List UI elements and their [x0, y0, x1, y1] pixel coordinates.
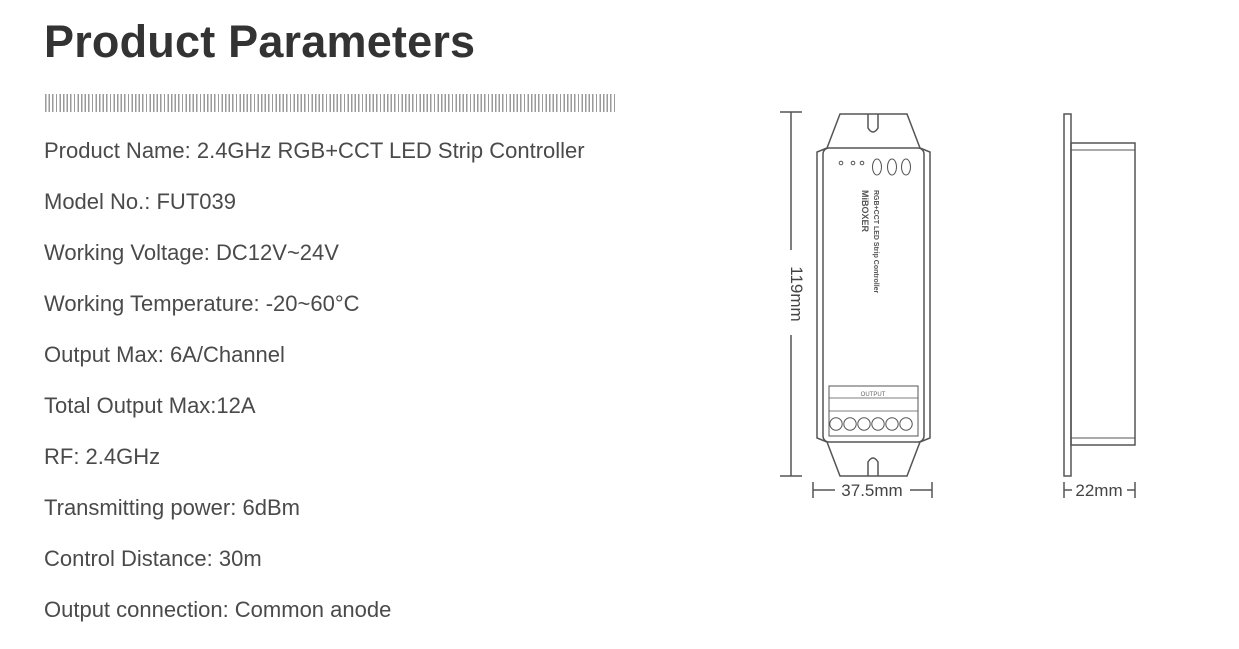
controller-front-view: [816, 113, 931, 477]
page-title: Product Parameters: [44, 16, 476, 67]
param-control-distance: Control Distance: 30m: [44, 546, 262, 571]
param-model-no: Model No.: FUT039: [44, 189, 236, 214]
decorative-divider: [45, 94, 615, 112]
product-print: RGB+CCT LED Strip Controller: [872, 190, 879, 294]
param-working-voltage: Working Voltage: DC12V~24V: [44, 240, 339, 265]
parameter-list: Product Name: 2.4GHz RGB+CCT LED Strip C…: [44, 139, 585, 649]
param-rf: RF: 2.4GHz: [44, 444, 161, 469]
brand-print: MiBOXER: [860, 190, 870, 233]
param-product-name: Product Name: 2.4GHz RGB+CCT LED Strip C…: [44, 138, 585, 163]
depth-dimension-label: 22mm: [1075, 481, 1122, 500]
controller-side-view: [1063, 113, 1136, 477]
product-dimension-drawing: 119mm OUTPUT MiBOXER RGB+CCT LED Strip C…: [780, 111, 1136, 500]
height-dimension-label: 119mm: [787, 266, 806, 321]
param-working-temperature: Working Temperature: -20~60°C: [44, 291, 360, 316]
param-output-connection: Output connection: Common anode: [44, 597, 392, 622]
param-output-max: Output Max: 6A/Channel: [44, 342, 285, 367]
output-terminal-label: OUTPUT: [861, 392, 886, 398]
param-transmitting-power: Transmitting power: 6dBm: [44, 495, 300, 520]
width-dimension-label: 37.5mm: [841, 481, 902, 500]
param-total-output-max: Total Output Max:12A: [44, 393, 256, 418]
